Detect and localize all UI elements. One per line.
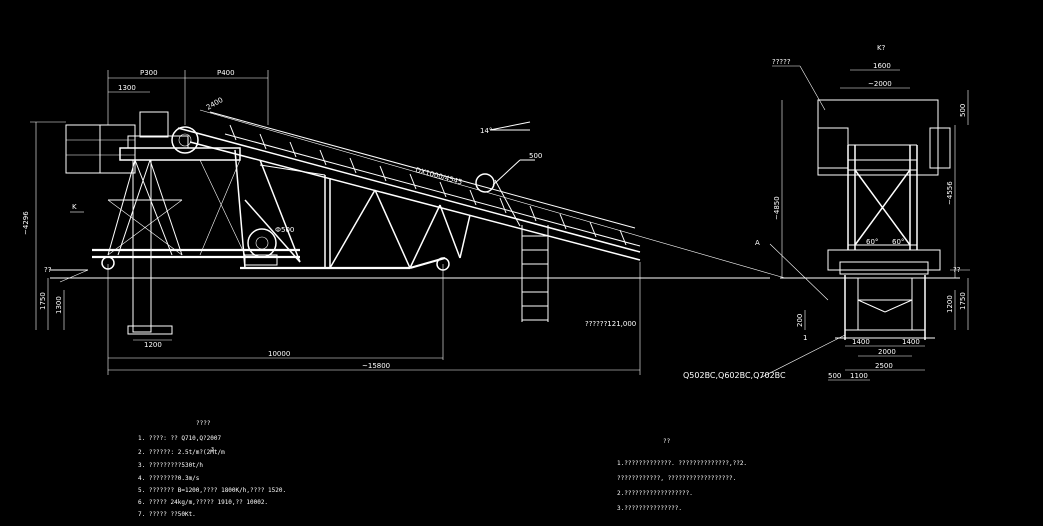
dim-1200-right: 1200 — [946, 295, 954, 313]
dim-10000: 10000 — [268, 350, 290, 358]
dim-4850: ~4850 — [773, 196, 781, 220]
dim-15800: ~15800 — [362, 362, 390, 370]
note-left-2: 2. ??????: 2.5t/m?(2Mt/m — [138, 449, 225, 456]
k-label: K — [72, 203, 77, 211]
label-a: A — [755, 239, 760, 247]
note-left-7: 7. ????? ??50Kt. — [138, 511, 196, 518]
drum-label: Ф500 — [275, 226, 294, 234]
dim-1600: 1600 — [873, 62, 891, 70]
head-pulley — [171, 126, 199, 154]
head-tower — [65, 111, 246, 256]
elevation-label: ??????121,000 — [585, 320, 636, 328]
note-right-4: 3.???????????????. — [617, 505, 682, 512]
dim-1400a: 1400 — [852, 338, 870, 346]
dim-1750: 1750 — [39, 292, 47, 310]
dim-1300-top: 1300 — [118, 84, 136, 92]
dim-p400: P400 — [217, 69, 235, 77]
dim-2500: 2500 — [875, 362, 893, 370]
ladder — [521, 225, 549, 322]
side-view: ?? DX1000/4545 — [22, 69, 786, 375]
note-left-5: 5. ??????? B=1200,???? 1800K/h,???? 1520… — [138, 487, 286, 494]
notes-left: ???? 1. ????: ?? Q710,Q?2007 2. ??????: … — [138, 420, 286, 518]
note-left-3: 3. ?????????530t/h — [138, 462, 203, 469]
note-left-6: 6. ????? 24kg/m,????? 1910,?? 10002. — [138, 499, 268, 506]
dim-2400: 2400 — [205, 96, 224, 112]
dim-p300: P300 — [140, 69, 158, 77]
note-superscript: 3 — [211, 447, 214, 453]
model-label: Q502BC,Q602BC,Q702BC — [683, 371, 786, 380]
angle-left: 60° — [866, 238, 878, 246]
dim-4556: ~4556 — [946, 181, 954, 205]
main-column — [132, 159, 152, 333]
ground-label: ?? — [44, 266, 52, 274]
main-truss: Ф500 — [92, 149, 471, 270]
angle-right: 60° — [892, 238, 904, 246]
dim-1100: 1100 — [850, 372, 868, 380]
note-right-2: ????????????, ??????????????????. — [617, 475, 736, 482]
end-view: K? 1600 ~2000 ????? 60° 60° — [683, 44, 970, 381]
end-top-label: K? — [877, 44, 886, 52]
note-right-3: 2.??????????????????. — [617, 490, 693, 497]
notes-left-title: ???? — [196, 420, 211, 427]
end-ground-label: ?? — [953, 266, 961, 274]
dim-500-right: 500 — [959, 104, 967, 117]
dim-2000-bottom: 2000 — [878, 348, 896, 356]
dim-1400b: 1400 — [902, 338, 920, 346]
note-left-4: 4. ????????0.3m/s — [138, 475, 200, 482]
dim-500-bottom: 500 — [828, 372, 841, 380]
pulley-label: 500 — [529, 152, 542, 160]
dim-1750-right: 1750 — [959, 292, 967, 310]
leader-top: ????? — [772, 58, 791, 66]
tail-pulley — [475, 173, 495, 193]
dim-1200: 1200 — [144, 341, 162, 349]
drive-drum — [247, 228, 277, 258]
dim-1300-left: 1300 — [55, 296, 63, 314]
dim-2000-top: ~2000 — [868, 80, 892, 88]
notes-right: ?? 1.?????????????. ??????????????,??2. … — [617, 438, 747, 512]
note-right-1: 1.?????????????. ??????????????,??2. — [617, 460, 747, 467]
dim-total-height: ~4296 — [22, 211, 30, 235]
conveyor-belt: DX1000/4545 — [177, 109, 786, 279]
dim-200: 200 — [796, 314, 804, 327]
angle-label: 14° — [480, 127, 492, 135]
note-left-1: 1. ????: ?? Q710,Q?2007 — [138, 435, 221, 442]
label-n1: 1 — [803, 334, 807, 342]
conveyor-label: DX1000/4545 — [414, 166, 463, 186]
notes-right-title: ?? — [663, 438, 671, 445]
